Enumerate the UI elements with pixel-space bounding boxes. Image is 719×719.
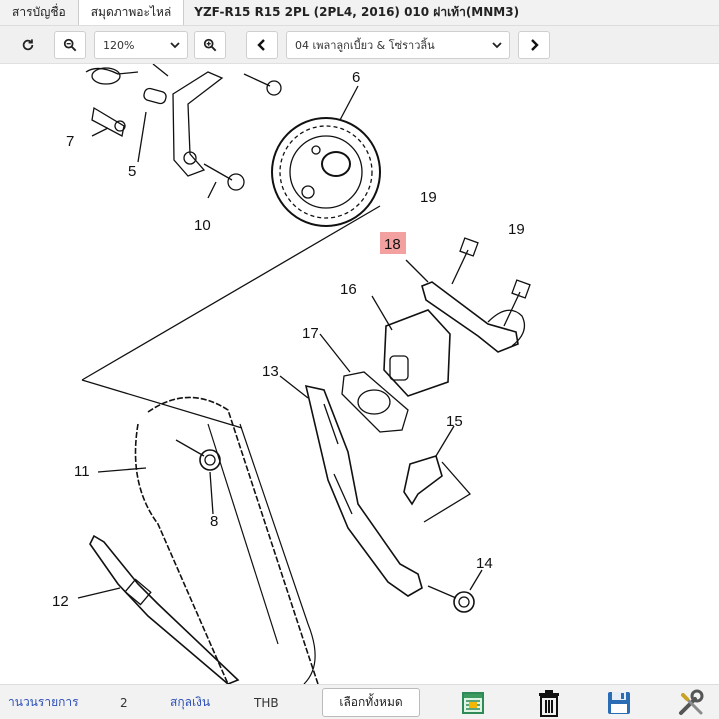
tools-button[interactable] xyxy=(675,687,707,718)
tab-parts-catalog[interactable]: สมุดภาพอะไหล่ xyxy=(78,0,185,25)
next-section-button[interactable] xyxy=(518,31,550,59)
exploded-view-drawing: 6 7 5 10 19 19 18 16 17 13 15 11 8 14 12 xyxy=(52,64,531,684)
zoom-out-icon xyxy=(63,38,77,52)
item-count-label: านวนรายการ xyxy=(8,695,79,709)
chevron-down-icon xyxy=(170,42,180,49)
delete-button[interactable] xyxy=(533,687,565,718)
toolbar: 120% 04 เพลาลูกเบี้ยว & โซ่ราวลิ้น xyxy=(0,26,719,64)
floppy-disk-icon xyxy=(608,691,630,714)
callout-19-top[interactable]: 19 xyxy=(420,189,437,206)
select-all-button[interactable]: เลือกทั้งหมด xyxy=(322,688,420,717)
callout-18[interactable]: 18 xyxy=(384,236,401,253)
callout-17[interactable]: 17 xyxy=(302,325,319,342)
window-title: YZF-R15 R15 2PL (2PL4, 2016) 010 ฝาเท้า(… xyxy=(194,5,520,19)
currency-value: THB xyxy=(254,695,279,710)
tools-icon xyxy=(679,689,704,715)
callout-7[interactable]: 7 xyxy=(66,133,74,150)
callout-18-highlight xyxy=(380,232,406,254)
callout-11[interactable]: 11 xyxy=(74,463,90,480)
callout-16[interactable]: 16 xyxy=(340,281,357,298)
callout-14[interactable]: 14 xyxy=(476,555,493,572)
callout-5[interactable]: 5 xyxy=(128,163,136,180)
parts-diagram: 6 7 5 10 19 19 18 16 17 13 15 11 8 14 12 xyxy=(8,64,711,684)
tab-parts-catalog-label: สมุดภาพอะไหล่ xyxy=(90,5,172,19)
zoom-out-button[interactable] xyxy=(54,31,86,59)
zoom-select[interactable]: 120% xyxy=(94,31,188,59)
trash-icon xyxy=(539,689,559,717)
chevron-left-icon xyxy=(257,39,265,51)
refresh-icon xyxy=(22,39,34,51)
item-count-value: 2 xyxy=(120,695,128,710)
status-bar: านวนรายการ 2 สกุลเงิน THB เลือกทั้งหมด xyxy=(0,684,719,719)
section-value: 04 เพลาลูกเบี้ยว & โซ่ราวลิ้น xyxy=(295,39,435,52)
currency-label: สกุลเงิน xyxy=(170,695,211,709)
add-to-list-button[interactable] xyxy=(457,687,489,718)
zoom-value: 120% xyxy=(103,38,135,52)
callout-8[interactable]: 8 xyxy=(210,513,218,530)
callout-15[interactable]: 15 xyxy=(446,413,463,430)
callout-19-right[interactable]: 19 xyxy=(508,221,525,238)
callout-13[interactable]: 13 xyxy=(262,363,279,380)
tab-index-label: สารบัญชื่อ xyxy=(12,5,66,19)
callout-12[interactable]: 12 xyxy=(52,593,69,610)
tab-bar: สารบัญชื่อ สมุดภาพอะไหล่ YZF-R15 R15 2PL… xyxy=(0,0,719,26)
section-select[interactable]: 04 เพลาลูกเบี้ยว & โซ่ราวลิ้น xyxy=(286,31,510,59)
list-add-icon xyxy=(462,691,484,714)
tab-index[interactable]: สารบัญชื่อ xyxy=(0,0,79,25)
zoom-in-button[interactable] xyxy=(194,31,226,59)
callout-6[interactable]: 6 xyxy=(352,69,360,86)
save-button[interactable] xyxy=(603,687,635,718)
callout-10[interactable]: 10 xyxy=(194,217,211,234)
refresh-button[interactable] xyxy=(12,31,44,59)
prev-section-button[interactable] xyxy=(246,31,278,59)
chevron-right-icon xyxy=(531,39,539,51)
chevron-down-icon xyxy=(492,42,502,49)
zoom-in-icon xyxy=(203,38,217,52)
